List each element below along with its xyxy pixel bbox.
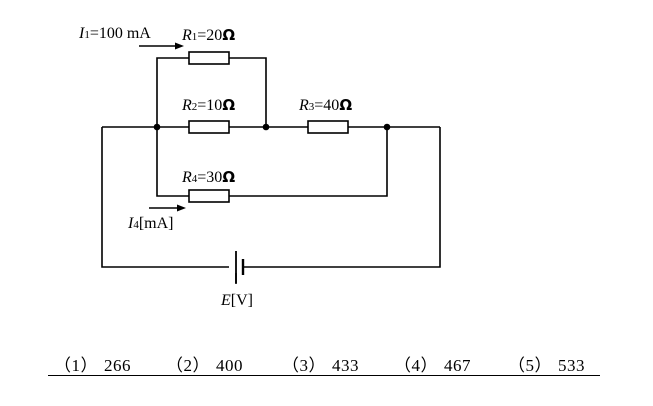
choice-value: 533 [558, 356, 585, 375]
label-r3: R3=40Ω [298, 96, 352, 114]
resistor-r1 [188, 51, 230, 65]
choice-5[interactable]: （5） 533 [508, 351, 585, 376]
node-middle [262, 123, 270, 131]
current-arrow-i4 [149, 204, 186, 212]
label-i4: I4[mA] [127, 215, 173, 232]
choice-2[interactable]: （2） 400 [166, 351, 243, 376]
answer-choices: （1） 266 （2） 400 （3） 433 （4） 467 （5） 533 [48, 349, 600, 376]
resistor-r3 [307, 120, 349, 134]
node-left [153, 123, 161, 131]
battery-symbol [235, 251, 245, 283]
circuit-diagram: I1=100 mA R1=20Ω R2=10Ω R3=40Ω R4=30Ω I4… [78, 25, 441, 309]
choice-4[interactable]: （4） 467 [394, 351, 471, 376]
label-r1: R1=20Ω [181, 26, 235, 44]
label-r2: R2=10Ω [181, 96, 235, 114]
choice-value: 400 [216, 356, 243, 375]
node-right [383, 123, 391, 131]
label-i1: I1=100 mA [78, 25, 151, 42]
choice-value: 266 [104, 356, 131, 375]
choice-number: （1） [54, 356, 98, 375]
choice-number: （3） [282, 356, 326, 375]
choice-1[interactable]: （1） 266 [54, 351, 131, 376]
wire-right-outer [243, 127, 441, 268]
choice-3[interactable]: （3） 433 [282, 351, 359, 376]
wire-r1-branch [156, 57, 267, 127]
wire-r4-branch [156, 127, 388, 197]
wire-left-outer [101, 127, 229, 268]
resistor-r4 [188, 189, 230, 203]
choice-number: （2） [166, 356, 210, 375]
resistor-r2 [188, 120, 230, 134]
choice-value: 433 [332, 356, 359, 375]
choice-number: （5） [508, 356, 552, 375]
choice-number: （4） [394, 356, 438, 375]
circuit-wires [101, 57, 441, 284]
label-r4: R4=30Ω [181, 168, 235, 186]
choice-value: 467 [444, 356, 471, 375]
current-arrow-i1 [139, 42, 184, 50]
label-e: E[V] [220, 292, 253, 309]
